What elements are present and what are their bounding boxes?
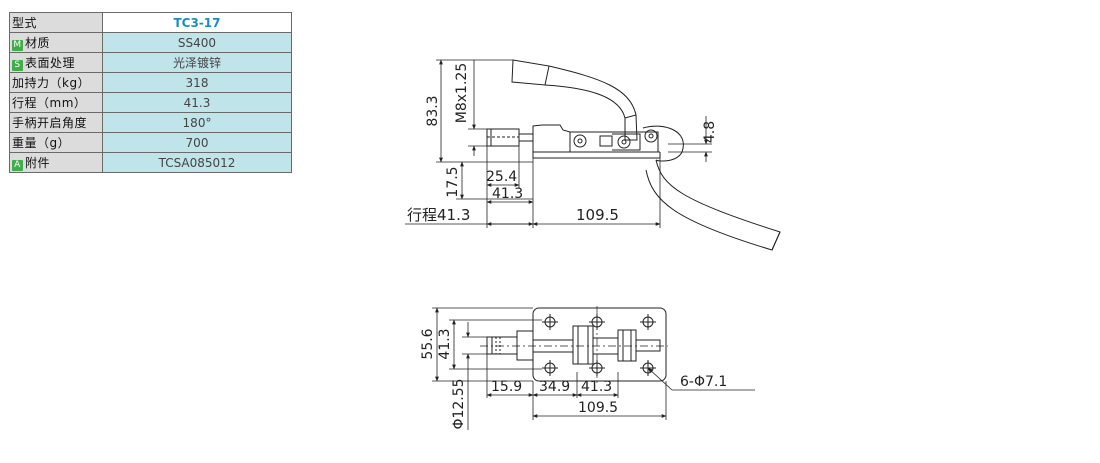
side-body (532, 124, 684, 162)
side-dim-stroke: 行程41.3 (407, 206, 470, 224)
top-dim-109-5: 109.5 (578, 400, 618, 416)
top-dim-15-9: 15.9 (491, 379, 522, 395)
side-dim-4-8: 4.8 (702, 121, 718, 143)
side-handle-lower (645, 159, 781, 251)
top-dim-34-9: 34.9 (539, 379, 570, 395)
top-view-drawing (432, 306, 755, 430)
top-dim-41-3: 41.3 (437, 328, 453, 359)
top-dim-phi: Φ12.55 (451, 378, 467, 429)
spec-value: 41.3 (102, 92, 292, 113)
accessory-badge-icon: A (12, 159, 23, 171)
side-view-drawing (405, 59, 781, 251)
spec-value: 180° (102, 112, 292, 133)
side-dim-17-5: 17.5 (445, 166, 461, 197)
side-dimension-lines (405, 59, 712, 228)
spec-label: 行程（mm） (9, 92, 103, 113)
spec-label: 加持力（kg） (9, 72, 103, 93)
top-plunger (480, 306, 668, 384)
top-dim-55-6: 55.6 (420, 328, 436, 359)
spec-label: 表面处理 (25, 55, 76, 70)
top-base-plate (532, 307, 667, 382)
spec-label: 重量（g） (9, 132, 103, 153)
spec-label: 型式 (9, 12, 103, 33)
side-dim-109-5: 109.5 (576, 206, 619, 224)
side-plunger (486, 128, 533, 147)
side-dim-25-4: 25.4 (486, 169, 517, 185)
surface-badge-icon: S (12, 59, 23, 71)
top-dim-holes: 6-Φ7.1 (680, 374, 727, 390)
side-handle-upper (511, 59, 638, 141)
side-dim-83-3: 83.3 (425, 95, 441, 126)
spec-value: SS400 (102, 32, 292, 53)
spec-label: 材质 (25, 35, 51, 50)
top-dim-41-3-b: 41.3 (581, 379, 612, 395)
top-dimension-lines (432, 307, 755, 430)
spec-label: 手柄开启角度 (9, 112, 103, 133)
spec-label: 附件 (25, 155, 51, 170)
top-mounting-holes (542, 314, 656, 376)
spec-row-stroke: 行程（mm） 41.3 (9, 92, 292, 113)
spec-row-angle: 手柄开启角度 180° (9, 112, 292, 133)
material-badge-icon: M (12, 39, 23, 51)
side-dim-41-3: 41.3 (492, 186, 523, 202)
spec-value: TCSA085012 (102, 152, 292, 173)
spec-value: 光泽镀锌 (102, 52, 292, 73)
side-dim-m8: M8x1.25 (454, 63, 470, 123)
spec-row-force: 加持力（kg） 318 (9, 72, 292, 93)
